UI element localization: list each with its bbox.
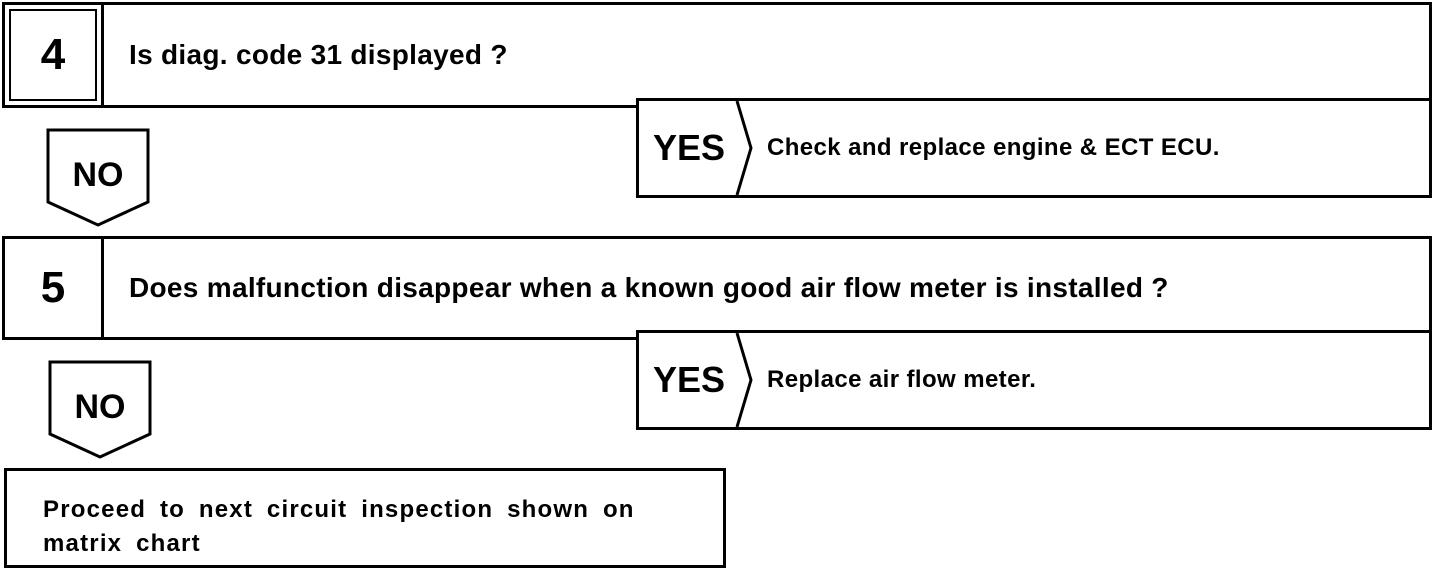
step-4-number: 4 [5,5,104,105]
step-5-no-arrow: NO [48,360,152,460]
step-4-yes-box: YES Check and replace engine & ECT ECU. [636,98,1432,198]
step-5-yes-label: YES [652,359,726,400]
step-5-box: 5 Does malfunction disappear when a know… [2,236,1432,340]
step-5-yes-action: Replace air flow meter. [767,366,1037,393]
step-4-no-arrow: NO [46,128,150,228]
no-arrow-icon [46,128,150,227]
step-4-yes-action: Check and replace engine & ECT ECU. [767,134,1220,161]
no-arrow-icon [48,360,152,459]
step-4-yes-label: YES [652,127,726,168]
step-5-question: Does malfunction disappear when a known … [129,272,1169,303]
step-4-box: 4 Is diag. code 31 displayed ? [2,2,1432,108]
step-5-number: 5 [5,239,104,337]
step-5-yes-box: YES Replace air flow meter. [636,330,1432,430]
final-action-box: Proceed to next circuit inspection shown… [4,468,726,568]
step-5-no-label: NO [74,388,126,426]
yes-chevron-icon [735,101,753,195]
step-4-no-label: NO [72,156,124,194]
step-4-question: Is diag. code 31 displayed ? [129,39,508,70]
final-action-text: Proceed to next circuit inspection shown… [43,496,635,557]
yes-chevron-icon [735,333,753,427]
